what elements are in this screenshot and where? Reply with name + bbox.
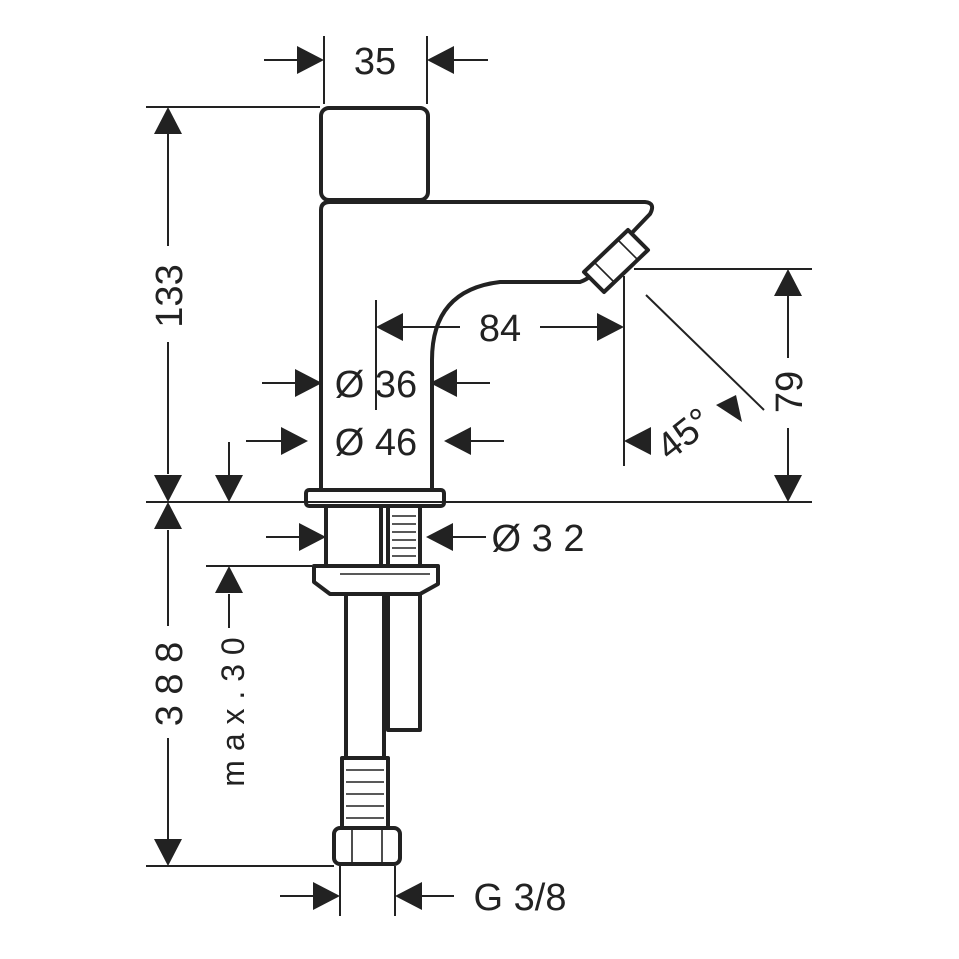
fixing-rod bbox=[386, 592, 422, 732]
arrowhead bbox=[597, 313, 624, 341]
dim-dia-46: Ø 46 bbox=[335, 422, 417, 464]
mounting-hardware bbox=[312, 504, 440, 866]
dim-angle: 45° bbox=[649, 400, 720, 468]
arrowhead bbox=[297, 46, 324, 74]
dim-top-width: 35 bbox=[354, 41, 396, 83]
dim-spout-height: 79 bbox=[769, 371, 811, 413]
arrowhead bbox=[716, 395, 742, 422]
arrowhead bbox=[154, 502, 182, 529]
arrowhead bbox=[154, 475, 182, 502]
dimension-arrows bbox=[154, 46, 802, 910]
arrowhead bbox=[430, 369, 457, 397]
arrowhead bbox=[154, 107, 182, 134]
arrowhead bbox=[426, 523, 453, 551]
arrowhead bbox=[215, 475, 243, 502]
arrowhead bbox=[281, 427, 308, 455]
arrowhead bbox=[774, 475, 802, 502]
dimension-labels: 35 133 84 79 45° Ø 36 Ø 46 Ø 3 2 3 8 8 m… bbox=[149, 41, 811, 919]
arrowhead bbox=[299, 523, 326, 551]
arrowhead bbox=[313, 882, 340, 910]
arrowhead bbox=[624, 427, 651, 455]
base-flange bbox=[304, 488, 446, 508]
dim-height-total: 133 bbox=[149, 264, 191, 327]
clamp-plate bbox=[312, 564, 440, 596]
arrowhead bbox=[444, 427, 471, 455]
extension-lines bbox=[146, 36, 812, 916]
arrowhead bbox=[395, 882, 422, 910]
dim-max-thickness: m a x . 3 0 bbox=[215, 637, 251, 786]
arrowhead bbox=[427, 46, 454, 74]
dim-reach: 84 bbox=[479, 308, 521, 350]
arrowhead bbox=[154, 839, 182, 866]
dim-thread: G 3/8 bbox=[474, 877, 567, 919]
aerator bbox=[582, 228, 650, 294]
arrowhead bbox=[376, 313, 403, 341]
shank bbox=[324, 504, 383, 570]
arrowhead bbox=[774, 269, 802, 296]
dim-dia-32: Ø 3 2 bbox=[492, 518, 585, 560]
dim-dia-36: Ø 36 bbox=[335, 364, 417, 406]
arrowhead bbox=[295, 369, 322, 397]
dim-shank-length: 3 8 8 bbox=[149, 642, 191, 727]
push-button-cap bbox=[319, 106, 430, 202]
supply-hose bbox=[344, 592, 386, 762]
dimension-lines bbox=[167, 59, 789, 897]
arrowhead bbox=[215, 566, 243, 593]
connection-nut bbox=[332, 826, 402, 866]
